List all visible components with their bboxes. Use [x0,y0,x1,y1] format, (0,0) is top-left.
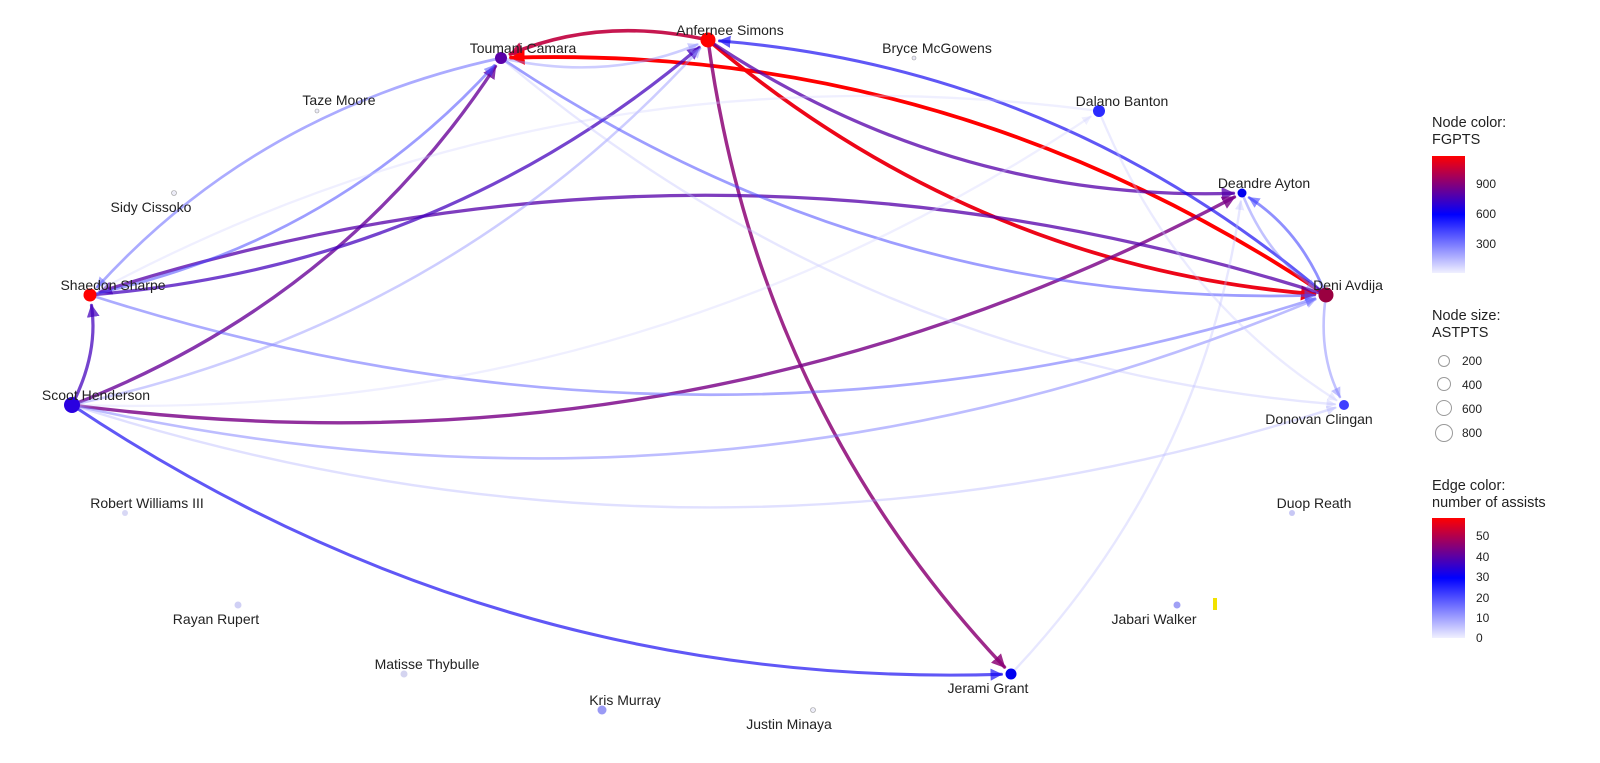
node-rupert [234,601,242,609]
edge-grant-to-ayton [1009,200,1245,676]
size-legend-circle [1436,400,1452,416]
node-ayton [1237,188,1247,198]
size-legend-circle [1437,377,1451,391]
node-banton [1093,105,1105,117]
node-label-reath: Duop Reath [1277,495,1352,511]
size-legend-tick: 400 [1462,378,1483,392]
edge-color-tick: 30 [1476,570,1490,584]
edge-avdija-to-clingan [1322,293,1342,399]
edge-color-tick: 0 [1476,631,1483,645]
size-legend-tick: 600 [1462,402,1483,416]
node-grant [1005,668,1017,680]
edge-banton-to-clingan [1097,109,1338,402]
edge-avdija-to-camara [509,49,1328,297]
node-label-murray: Kris Murray [589,692,661,708]
node-size-legend-title: Node size: ASTPTS [1432,308,1501,341]
node-label-banton: Dalano Banton [1076,93,1169,109]
edge-color-colorbar [1432,518,1465,638]
node-label-ayton: Deandre Ayton [1218,175,1310,191]
edge-color-tick: 50 [1476,529,1490,543]
node-color-tick: 600 [1476,207,1497,221]
size-legend-circle [1438,355,1450,367]
edge-camara-to-clingan [499,56,1337,409]
node-cissoko [171,190,177,196]
size-legend-circle [1435,424,1453,442]
edge-ayton-to-avdija [1240,191,1318,291]
edge-color-tick: 40 [1476,550,1490,564]
node-color-colorbar [1432,156,1465,273]
edge-banton-to-sharpe [98,94,1101,292]
edge-avdija-to-ayton [1247,196,1328,297]
edge-simons-to-grant [706,38,1007,669]
node-label-rupert: Rayan Rupert [173,611,259,627]
edge-color-legend-title: Edge color: number of assists [1432,478,1546,511]
node-label-avdija: Deni Avdija [1313,277,1383,293]
node-label-simons: Anfernee Simons [676,22,783,38]
edge-sharpe-to-simons [88,45,701,297]
node-camara [495,52,507,64]
node-henderson [64,397,80,413]
edges-layer [70,28,1342,681]
edge-color-tick: 20 [1476,591,1490,605]
node-label-moore: Taze Moore [302,92,375,108]
size-legend-tick: 200 [1462,354,1483,368]
edge-henderson-to-camara [70,64,498,407]
node-label-minaya: Justin Minaya [746,716,832,732]
node-minaya [810,707,816,713]
edge-avdija-to-sharpe [98,193,1328,297]
node-walker [1173,601,1181,609]
edge-henderson-to-simons [70,47,702,407]
node-moore [314,108,320,114]
edge-sharpe-to-avdija [88,293,1317,397]
node-color-tick: 300 [1476,237,1497,251]
node-reath [1289,510,1295,516]
edge-simons-to-ayton [706,38,1236,201]
node-label-cissoko: Sidy Cissoko [111,199,192,215]
legend: Node color: FGPTS 900 600 300 Node size:… [1432,0,1600,763]
node-clingan [1339,400,1349,410]
node-mcgowens [911,55,917,61]
node-sharpe [83,288,97,302]
edge-avdija-to-simons [717,35,1328,297]
edge-henderson-to-sharpe [70,303,100,407]
node-simons [700,32,716,48]
size-legend-tick: 800 [1462,426,1483,440]
edge-henderson-to-avdija [70,298,1317,460]
node-label-camara: Toumani Camara [470,40,577,56]
node-label-clingan: Donovan Clingan [1265,411,1372,427]
edge-henderson-to-banton [70,115,1092,408]
node-label-mcgowens: Bryce McGowens [882,40,992,56]
node-murray [597,705,607,715]
nodes-layer [64,32,1349,715]
node-color-tick: 900 [1476,177,1497,191]
node-label-sharpe: Shaedon Sharpe [60,277,165,293]
edge-henderson-to-grant [70,403,1004,681]
node-avdija [1318,287,1334,303]
node-label-grant: Jerami Grant [948,680,1029,696]
node-label-thybulle: Matisse Thybulle [375,656,480,672]
edge-camara-to-sharpe [95,56,503,289]
edge-color-tick: 10 [1476,611,1490,625]
node-label-williams: Robert Williams III [90,495,204,511]
edge-camara-to-avdija [499,56,1316,302]
edge-henderson-to-clingan [70,403,1337,509]
node-label-walker: Jabari Walker [1111,611,1196,627]
yellow-mark [1213,598,1217,610]
edge-sharpe-to-camara [88,64,496,297]
node-label-henderson: Scoot Henderson [42,387,150,403]
edge-camara-to-simons [499,43,699,69]
node-color-legend-title: Node color: FGPTS [1432,115,1507,148]
node-williams [122,510,128,516]
edge-simons-to-camara [508,28,710,56]
node-thybulle [400,670,408,678]
